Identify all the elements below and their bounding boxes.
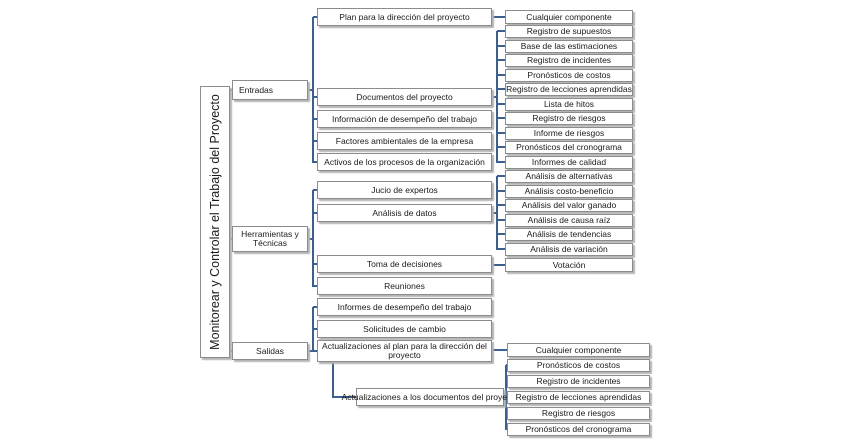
salida-actualizaciones-plan: Actualizaciones al plan para la direcció… bbox=[317, 340, 492, 362]
connector-line bbox=[333, 396, 357, 398]
connector-line bbox=[497, 30, 506, 32]
entrada-plan-direccion: Plan para la dirección del proyecto bbox=[317, 8, 492, 26]
analisis-item: Análisis de causa raíz bbox=[505, 214, 633, 227]
act-doc-item: Registro de incidentes bbox=[507, 375, 650, 388]
doc-item: Base de las estimaciones bbox=[505, 40, 633, 53]
connector-line bbox=[492, 212, 498, 214]
connector-line bbox=[313, 140, 318, 142]
connector-line bbox=[313, 263, 318, 265]
connector-line bbox=[497, 103, 506, 105]
connector-line bbox=[313, 161, 318, 163]
analisis-item: Análisis de variación bbox=[505, 243, 633, 256]
salidas-node: Salidas bbox=[232, 342, 308, 360]
connector-line bbox=[497, 45, 506, 47]
connector-line bbox=[312, 17, 314, 163]
act-doc-item: Registro de lecciones aprendidas bbox=[507, 391, 650, 404]
salida-actualizaciones-documentos: Actualizaciones a los documentos del pro… bbox=[342, 388, 518, 406]
doc-item: Informe de riesgos bbox=[505, 127, 633, 140]
act-doc-item: Registro de riesgos bbox=[507, 407, 650, 420]
connector-line bbox=[308, 89, 314, 91]
plan-item-cualquier-componente: Cualquier componente bbox=[505, 10, 633, 24]
analisis-item: Análisis de alternativas bbox=[505, 170, 633, 183]
herramienta-toma-decisiones: Toma de decisiones bbox=[317, 255, 492, 273]
doc-item: Informes de calidad bbox=[505, 156, 633, 169]
herramienta-analisis-datos: Análisis de datos bbox=[317, 204, 492, 222]
connector-line bbox=[497, 88, 506, 90]
entrada-factores-ambientales: Factores ambientales de la empresa bbox=[317, 132, 492, 150]
doc-item: Registro de riesgos bbox=[505, 112, 633, 125]
connector-line bbox=[497, 117, 506, 119]
doc-item: Lista de hitos bbox=[505, 98, 633, 111]
connector-line bbox=[497, 190, 506, 192]
herramienta-reuniones: Reuniones bbox=[317, 277, 492, 295]
decisiones-item-votacion: Votación bbox=[505, 258, 633, 272]
connector-line bbox=[492, 264, 506, 266]
connector-line bbox=[497, 219, 506, 221]
connector-line bbox=[313, 212, 318, 214]
salida-informes-desempeno: Informes de desempeño del trabajo bbox=[317, 298, 492, 316]
connector-line bbox=[497, 146, 506, 148]
connector-line bbox=[312, 190, 314, 287]
root-node: Monitorear y Controlar el Trabajo del Pr… bbox=[200, 86, 230, 358]
connector-line bbox=[308, 238, 314, 240]
connector-line bbox=[497, 233, 506, 235]
herramientas-node: Herramientas y Técnicas bbox=[232, 226, 308, 252]
connector-line bbox=[313, 96, 318, 98]
act-doc-item: Pronósticos de costos bbox=[507, 359, 650, 372]
connector-line bbox=[230, 238, 233, 240]
analisis-item: Análisis del valor ganado bbox=[505, 199, 633, 212]
entrada-documentos-proyecto: Documentos del proyecto bbox=[317, 88, 492, 106]
connector-line bbox=[497, 59, 506, 61]
connector-line bbox=[313, 306, 318, 308]
connector-line bbox=[230, 89, 233, 91]
salida-solicitudes-cambio: Solicitudes de cambio bbox=[317, 320, 492, 338]
entrada-informacion-desempeno: Información de desempeño del trabajo bbox=[317, 110, 492, 128]
connector-line bbox=[332, 362, 334, 398]
connector-line bbox=[313, 16, 318, 18]
act-doc-item: Pronósticos del cronograma bbox=[507, 423, 650, 436]
analisis-item: Análisis de tendencias bbox=[505, 228, 633, 241]
doc-item: Registro de incidentes bbox=[505, 54, 633, 67]
doc-item: Pronósticos de costos bbox=[505, 69, 633, 82]
connector-line bbox=[230, 350, 233, 352]
connector-line bbox=[497, 204, 506, 206]
connector-line bbox=[496, 176, 498, 250]
connector-line bbox=[313, 328, 318, 330]
entradas-node: Entradas bbox=[232, 80, 308, 100]
connector-line bbox=[492, 16, 506, 18]
connector-line bbox=[313, 285, 318, 287]
doc-item: Pronósticos del cronograma bbox=[505, 141, 633, 154]
connector-line bbox=[313, 350, 318, 352]
connector-line bbox=[313, 189, 318, 191]
connector-line bbox=[497, 74, 506, 76]
herramienta-juicio-expertos: Jucio de expertos bbox=[317, 181, 492, 199]
connector-line bbox=[497, 161, 506, 163]
connector-line bbox=[497, 132, 506, 134]
connector-line bbox=[497, 175, 506, 177]
root-label: Monitorear y Controlar el Trabajo del Pr… bbox=[208, 94, 222, 350]
connector-line bbox=[496, 31, 498, 163]
connector-line bbox=[492, 96, 498, 98]
connector-line bbox=[497, 248, 506, 250]
entrada-activos-procesos: Activos de los procesos de la organizaci… bbox=[317, 153, 492, 171]
analisis-item: Análisis costo-beneficio bbox=[505, 185, 633, 198]
connector-line bbox=[313, 118, 318, 120]
connector-line bbox=[492, 349, 508, 351]
doc-item: Registro de supuestos bbox=[505, 25, 633, 38]
act-plan-item-cualquier-componente: Cualquier componente bbox=[507, 343, 650, 357]
doc-item: Registro de lecciones aprendidas bbox=[505, 83, 633, 96]
connector-line bbox=[308, 350, 314, 352]
